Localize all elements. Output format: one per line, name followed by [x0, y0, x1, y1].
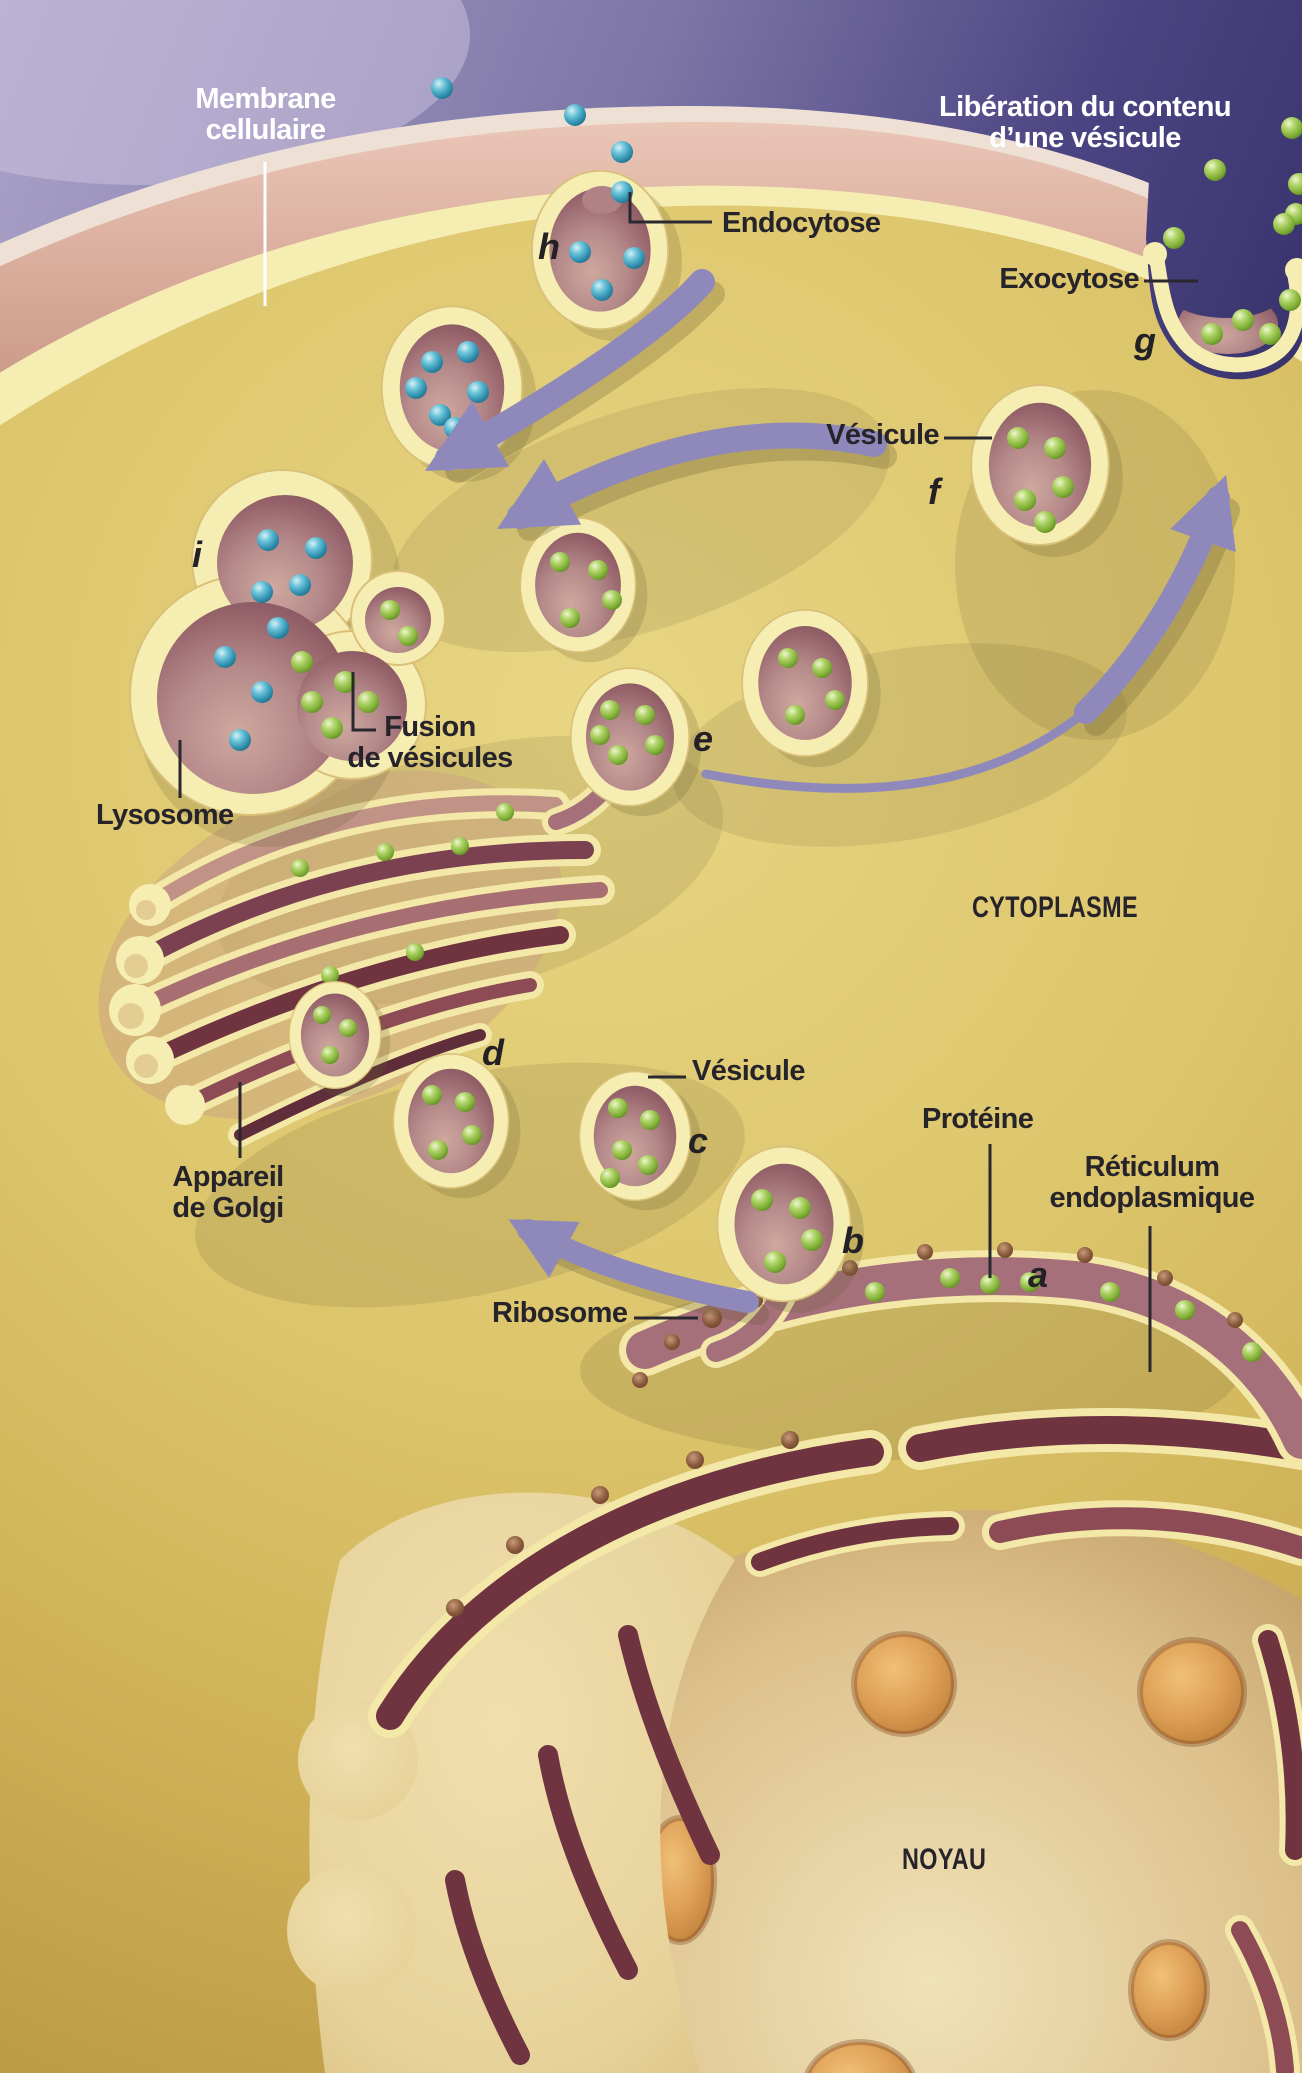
label-fusion-vesicules: Fusion de vésicules	[347, 711, 513, 774]
marker-d: d	[482, 1032, 504, 1073]
golgi-apparatus	[98, 770, 615, 1147]
vesicle-c	[578, 1070, 703, 1211]
marker-e: e	[693, 718, 714, 759]
label-reticulum-endoplasmique: Réticulum endoplasmique	[1049, 1151, 1256, 1214]
vesicle-f	[970, 384, 1124, 559]
label-appareil-de-golgi: Appareil de Golgi	[172, 1161, 284, 1224]
leader-lines	[178, 162, 1198, 1372]
endoplasmic-reticulum	[287, 1408, 1302, 2073]
marker-i: i	[192, 534, 203, 575]
exocytosis-site	[1143, 140, 1302, 380]
label-vesicule-c: Vésicule	[692, 1055, 805, 1087]
marker-h: h	[538, 226, 560, 267]
arrow-exocytosis	[1074, 475, 1236, 724]
arrow-retrograde	[508, 1219, 759, 1313]
label-lysosome: Lysosome	[96, 799, 234, 831]
vesicle-b	[716, 1145, 865, 1314]
ribosome-target-dot	[702, 1308, 722, 1328]
vesicle-d	[392, 1053, 522, 1199]
label-vesicule-f: Vésicule	[826, 419, 939, 451]
arrow-endocytosis-1	[424, 269, 715, 471]
label-proteine: Protéine	[922, 1103, 1034, 1135]
vesicle-green-mid	[519, 517, 649, 663]
transport-arrows	[424, 269, 1240, 1325]
protein-a-dot	[980, 1274, 1000, 1294]
label-ribosome: Ribosome	[492, 1297, 628, 1329]
label-noyau: NOYAU	[902, 1843, 987, 1876]
marker-f: f	[928, 471, 940, 512]
marker-b: b	[842, 1220, 864, 1261]
vesicle-e	[542, 667, 703, 836]
label-membrane-cellulaire: Membrane cellulaire	[195, 83, 336, 146]
extracellular-particles	[431, 77, 1302, 249]
label-cytoplasme: CYTOPLASME	[972, 891, 1138, 924]
marker-c: c	[688, 1120, 709, 1161]
marker-g: g	[1134, 320, 1156, 361]
label-endocytose: Endocytose	[722, 207, 881, 239]
label-liberation-contenu: Libération du contenu d’une vésicule	[939, 91, 1231, 154]
vesicle-golgi-bud	[288, 981, 391, 1098]
arrow-endocytosis-2	[497, 422, 887, 530]
label-exocytose: Exocytose	[999, 263, 1139, 295]
nuclear-pores	[643, 1631, 1247, 2073]
arrow-exocytosis-tail	[701, 701, 1097, 793]
lysosome-fusion-cluster	[129, 469, 446, 847]
vesicle-green-right	[741, 609, 882, 769]
vesicle-h-endocytosis	[530, 169, 683, 342]
ribosome-dots	[446, 1431, 799, 1617]
marker-a: a	[1028, 1254, 1049, 1295]
